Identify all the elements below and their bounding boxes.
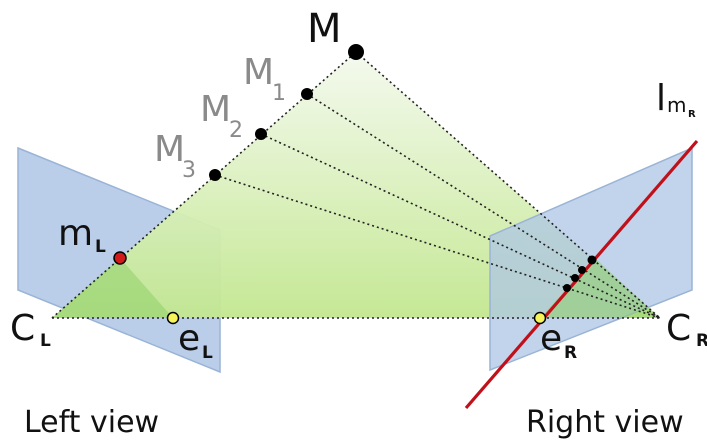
label-CR-sub: R xyxy=(696,331,707,351)
label-eR-sub: R xyxy=(564,343,577,363)
label-M1: M xyxy=(243,52,274,93)
right-view-caption: Right view xyxy=(526,405,684,440)
label-M2: M xyxy=(200,89,231,130)
label-CR: C xyxy=(666,308,691,349)
projection-point-M3 xyxy=(563,284,571,292)
label-mL: m xyxy=(58,213,93,254)
projection-point-M xyxy=(587,255,597,265)
left-projection-wedge xyxy=(52,258,173,318)
point-M3 xyxy=(209,169,221,181)
label-CL: C xyxy=(10,308,35,349)
point-M xyxy=(348,44,364,60)
label-epipolar-line: l xyxy=(656,78,666,119)
label-M2-sub: 2 xyxy=(229,118,243,143)
label-epipolar-line-sub: m xyxy=(667,93,686,117)
ray-M2-to-CR xyxy=(260,133,661,319)
left-view-caption: Left view xyxy=(24,405,159,440)
label-epipolar-line-subsub: R xyxy=(688,109,696,120)
projection-point-M1 xyxy=(578,266,586,274)
label-eL-sub: L xyxy=(202,343,213,363)
point-mL xyxy=(113,251,127,265)
label-eL: e xyxy=(178,318,200,359)
label-M: M xyxy=(307,6,342,52)
label-CL-sub: L xyxy=(40,331,51,351)
label-M1-sub: 1 xyxy=(272,81,286,106)
label-M3-sub: 3 xyxy=(182,158,196,183)
ray-M-to-CR xyxy=(355,51,661,319)
point-eL xyxy=(166,311,180,325)
point-M1 xyxy=(301,88,313,100)
label-M3: M xyxy=(154,129,185,170)
label-mL-sub: L xyxy=(95,237,106,257)
label-eR: e xyxy=(540,318,562,359)
point-eR xyxy=(533,311,547,325)
point-M2 xyxy=(255,128,267,140)
epipolar-line xyxy=(464,139,699,410)
projection-point-M2 xyxy=(571,274,579,282)
right-projection-wedge xyxy=(540,258,660,318)
